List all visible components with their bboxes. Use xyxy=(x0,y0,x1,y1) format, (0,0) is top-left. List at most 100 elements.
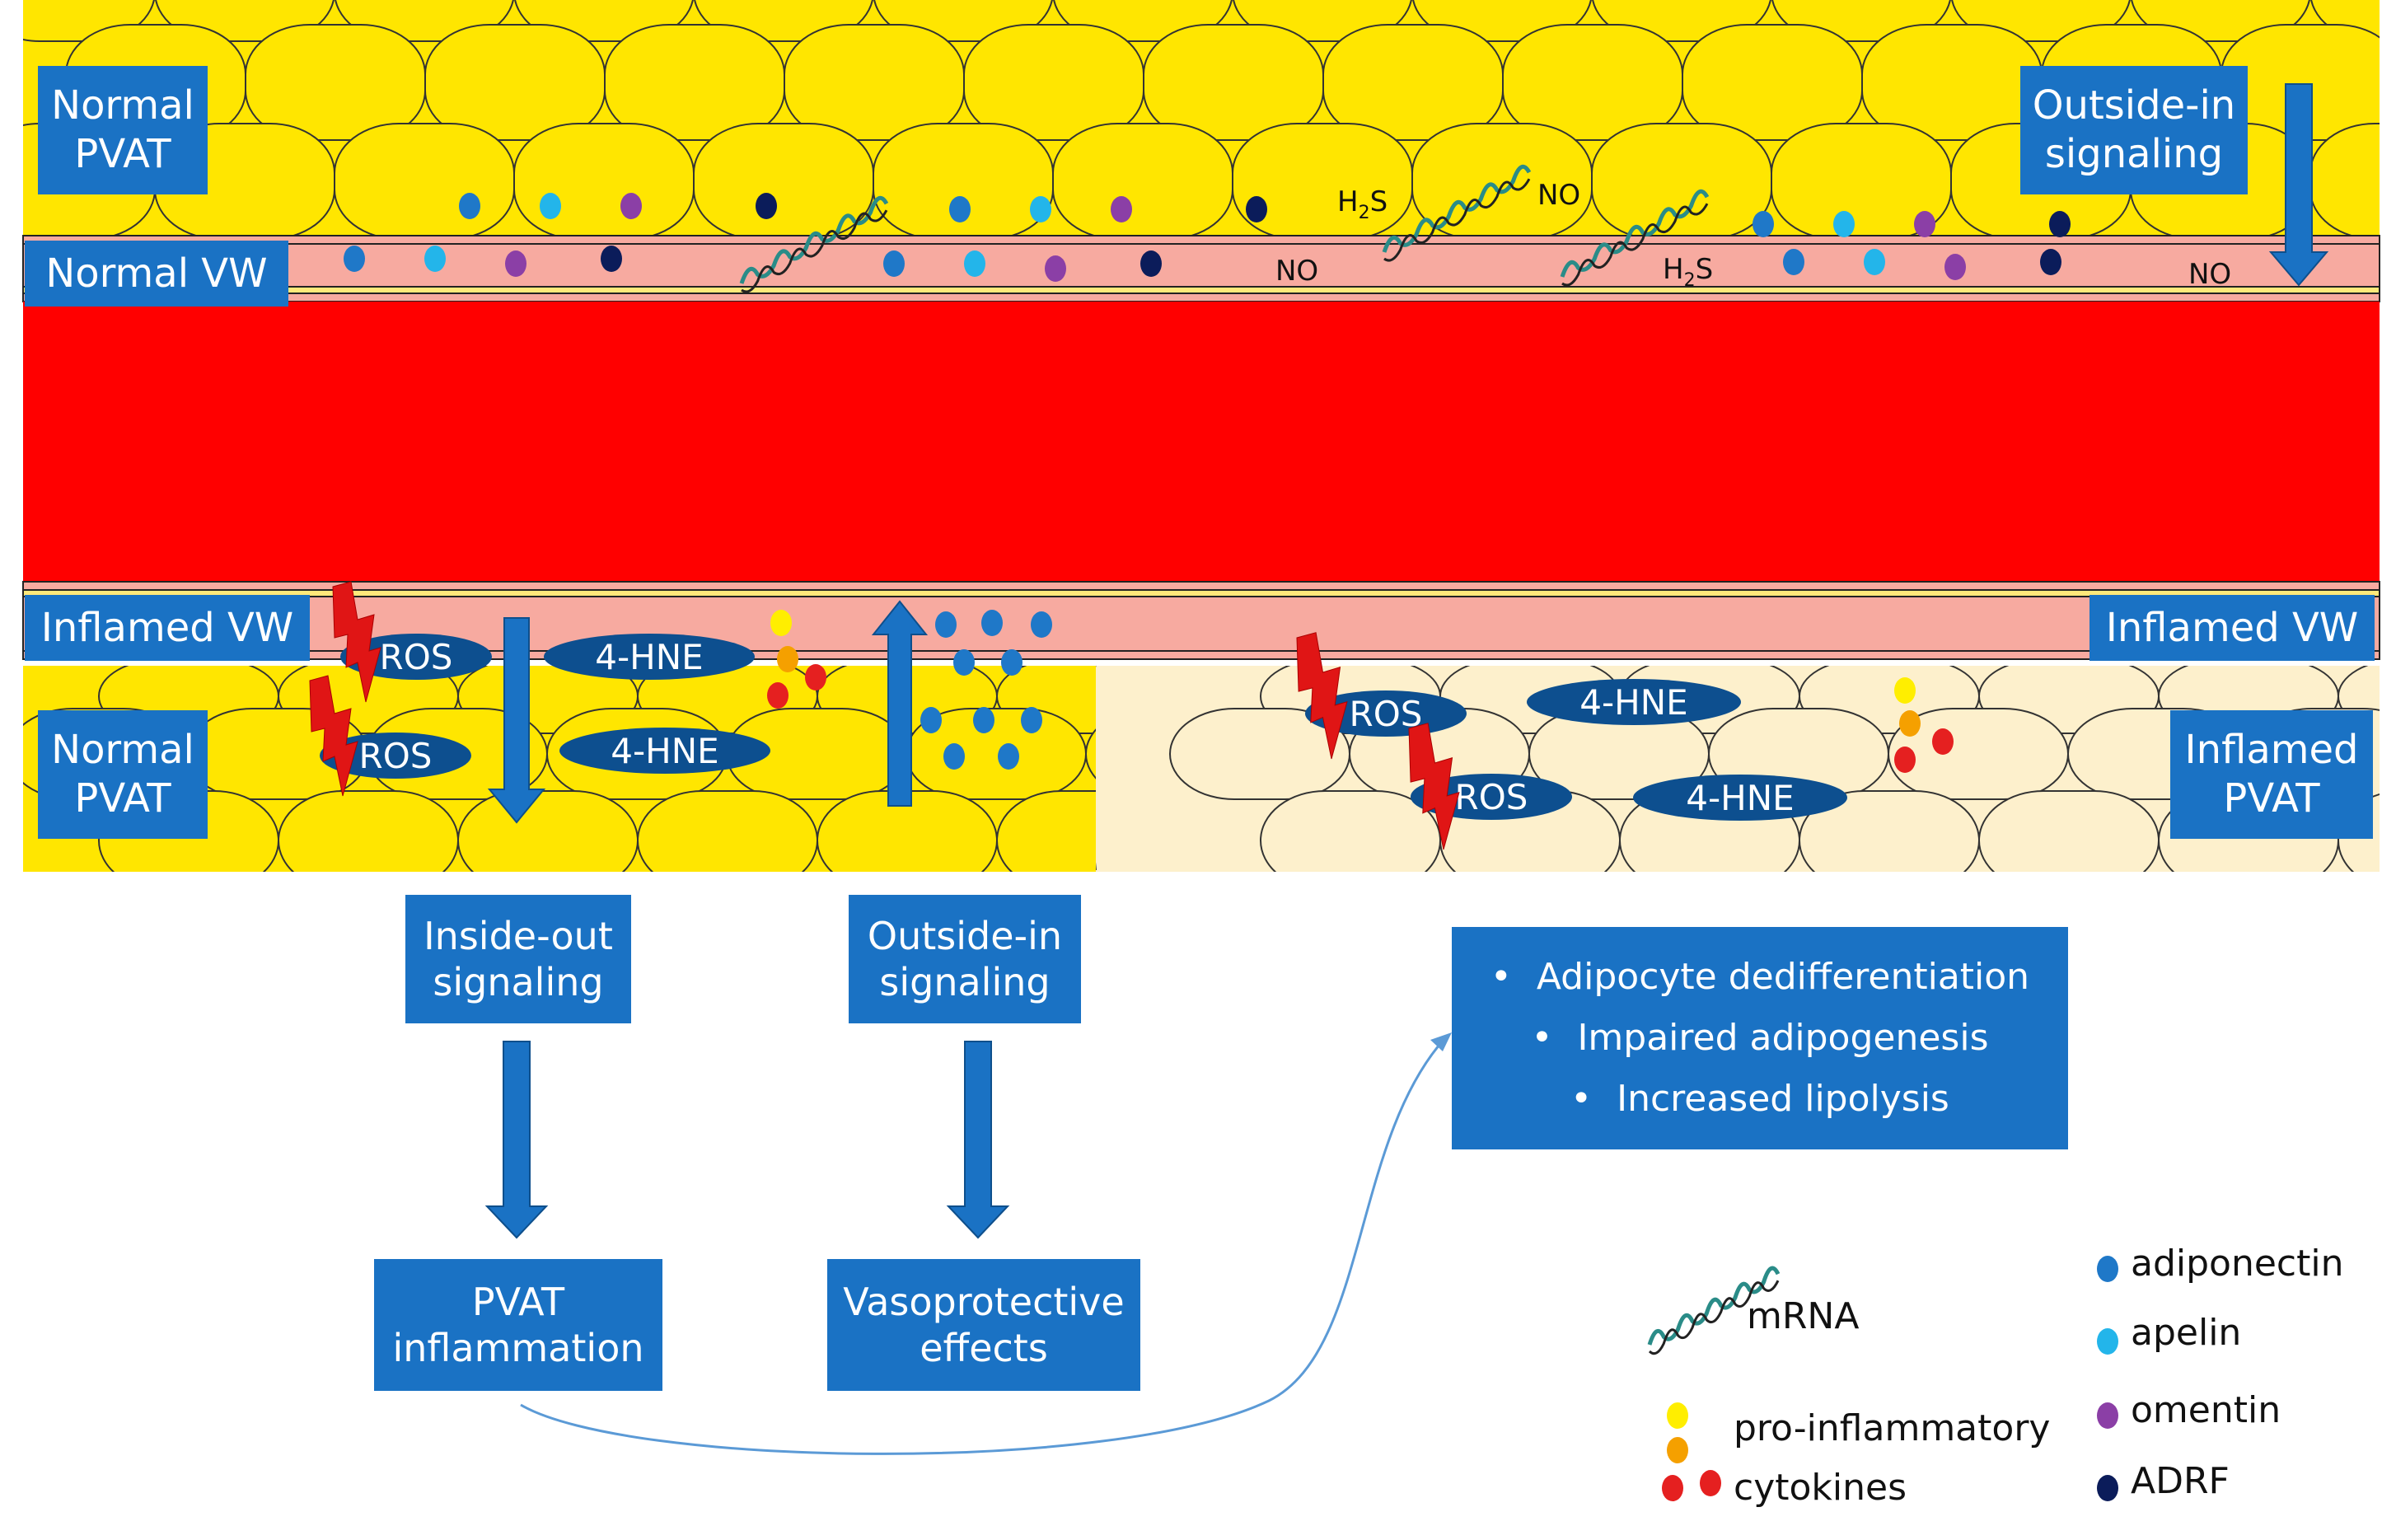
ros-text: ROS xyxy=(1455,777,1528,817)
legend-adiponectin-dot xyxy=(2097,1256,2118,1282)
adipocyte xyxy=(1322,24,1504,141)
adiponectin-dot xyxy=(1031,611,1052,638)
h2s-label: H2S xyxy=(1663,253,1713,291)
lightning-bolt xyxy=(309,675,358,797)
legend-omentin-label: omentin xyxy=(2131,1389,2281,1431)
molecule-dots-bottom xyxy=(767,610,1954,773)
adipocyte xyxy=(1085,728,1096,779)
adrf-dot xyxy=(1140,250,1162,277)
apelin-dot xyxy=(1833,211,1855,237)
adipocyte xyxy=(1143,24,1324,141)
legend-apelin-dot xyxy=(2097,1328,2118,1355)
mrna-strand xyxy=(739,195,889,293)
lightning-bolt xyxy=(332,581,381,703)
adiponectin-dot xyxy=(459,193,480,219)
ros-oval xyxy=(320,733,471,779)
no-label: NO xyxy=(1275,255,1318,288)
adipocyte xyxy=(996,790,1096,872)
outside-in-arrow-bottom xyxy=(871,600,929,807)
hne-text: 4-HNE xyxy=(1579,682,1687,723)
hne-oval xyxy=(544,634,755,680)
adipocyte xyxy=(693,123,874,239)
adipocyte xyxy=(784,24,965,141)
omentin-dot xyxy=(1111,196,1132,222)
adipocyte xyxy=(1260,790,1441,872)
gasotransmitters: H2S NO NO H2S NO xyxy=(1275,179,2231,291)
ros-text: ROS xyxy=(380,637,453,677)
omentin-dot xyxy=(620,193,642,219)
legend-omentin-dot xyxy=(2097,1402,2118,1429)
adipocyte xyxy=(604,24,785,141)
normal-vessel-wall xyxy=(22,235,2380,302)
legend-cytokine-orange xyxy=(1667,1437,1688,1463)
apelin-dot xyxy=(1030,196,1051,222)
no-label: NO xyxy=(2188,258,2231,291)
inflamed-vw-right-label: Inflamed VW xyxy=(2089,595,2375,661)
adipocyte xyxy=(424,24,606,141)
normal-vw-label: Normal VW xyxy=(25,241,288,307)
adipocyte xyxy=(637,790,818,872)
legend-mrna-label: mRNA xyxy=(1747,1295,1860,1337)
adiponectin-dot xyxy=(949,196,971,222)
effect-item: Increased lipolysis xyxy=(1570,1069,1949,1130)
adrf-dot xyxy=(1246,196,1267,222)
normal-pvat-top-layer xyxy=(23,0,2380,239)
adrf-dot xyxy=(756,193,777,219)
adiponectin-dot xyxy=(998,743,1019,770)
cytokine-dot xyxy=(777,646,798,672)
cytokine-dot xyxy=(1899,710,1921,737)
adiponectin-dot xyxy=(1001,649,1023,676)
h2s-label: H2S xyxy=(1337,185,1388,223)
hne-text: 4-HNE xyxy=(611,731,718,771)
omentin-dot xyxy=(1045,255,1066,282)
lightning-bolt xyxy=(1296,632,1348,760)
ros-oval xyxy=(340,634,492,680)
inside-out-arrow xyxy=(487,617,546,824)
legend-icons xyxy=(1662,1256,2118,1501)
legend-adiponectin-label: adiponectin xyxy=(2131,1243,2344,1285)
adiponectin-dot xyxy=(973,707,994,733)
no-label: NO xyxy=(1537,179,1580,212)
apelin-dot xyxy=(1864,249,1885,275)
adipocyte xyxy=(457,790,639,872)
hne-text: 4-HNE xyxy=(595,637,703,677)
adiponectin-dot xyxy=(935,611,957,638)
mrna-strand xyxy=(1382,164,1532,262)
adrf-dot xyxy=(2049,211,2071,237)
legend-cytokines-line2: cytokines xyxy=(1734,1467,1907,1509)
cytokine-dot xyxy=(767,682,789,709)
hne-oval xyxy=(1633,775,1847,821)
lightning-bolt xyxy=(1408,723,1460,850)
adiponectin-dot xyxy=(953,649,975,676)
legend-adrf-label: ADRF xyxy=(2131,1460,2230,1502)
legend-apelin-label: apelin xyxy=(2131,1312,2242,1354)
adiponectin-dot xyxy=(344,246,365,272)
cytokine-dot xyxy=(1894,677,1916,704)
adiponectin-dot xyxy=(1021,707,1042,733)
legend-cytokines-line1: pro-inflammatory xyxy=(1734,1407,2051,1449)
effect-item: Adipocyte dedifferentiation xyxy=(1490,947,2029,1008)
adipocyte xyxy=(1502,24,1683,141)
mrna-strands xyxy=(739,164,1781,1355)
inflamed-vw-left-label: Inflamed VW xyxy=(25,595,310,661)
adiponectin-dot xyxy=(981,610,1003,636)
omentin-dot xyxy=(505,250,526,277)
adipocyte xyxy=(1682,24,1863,141)
outside-in-arrow-top xyxy=(2268,83,2329,287)
adipocyte-effects-box: Adipocyte dedifferentiation Impaired adi… xyxy=(1452,927,2068,1149)
adiponectin-dot xyxy=(1783,249,1804,275)
feedback-arrowhead xyxy=(1430,1032,1452,1051)
adrf-dot xyxy=(601,246,622,272)
mrna-strand xyxy=(1560,189,1710,287)
legend-cytokine-red xyxy=(1700,1470,1721,1496)
cytokine-dot xyxy=(1932,728,1954,755)
